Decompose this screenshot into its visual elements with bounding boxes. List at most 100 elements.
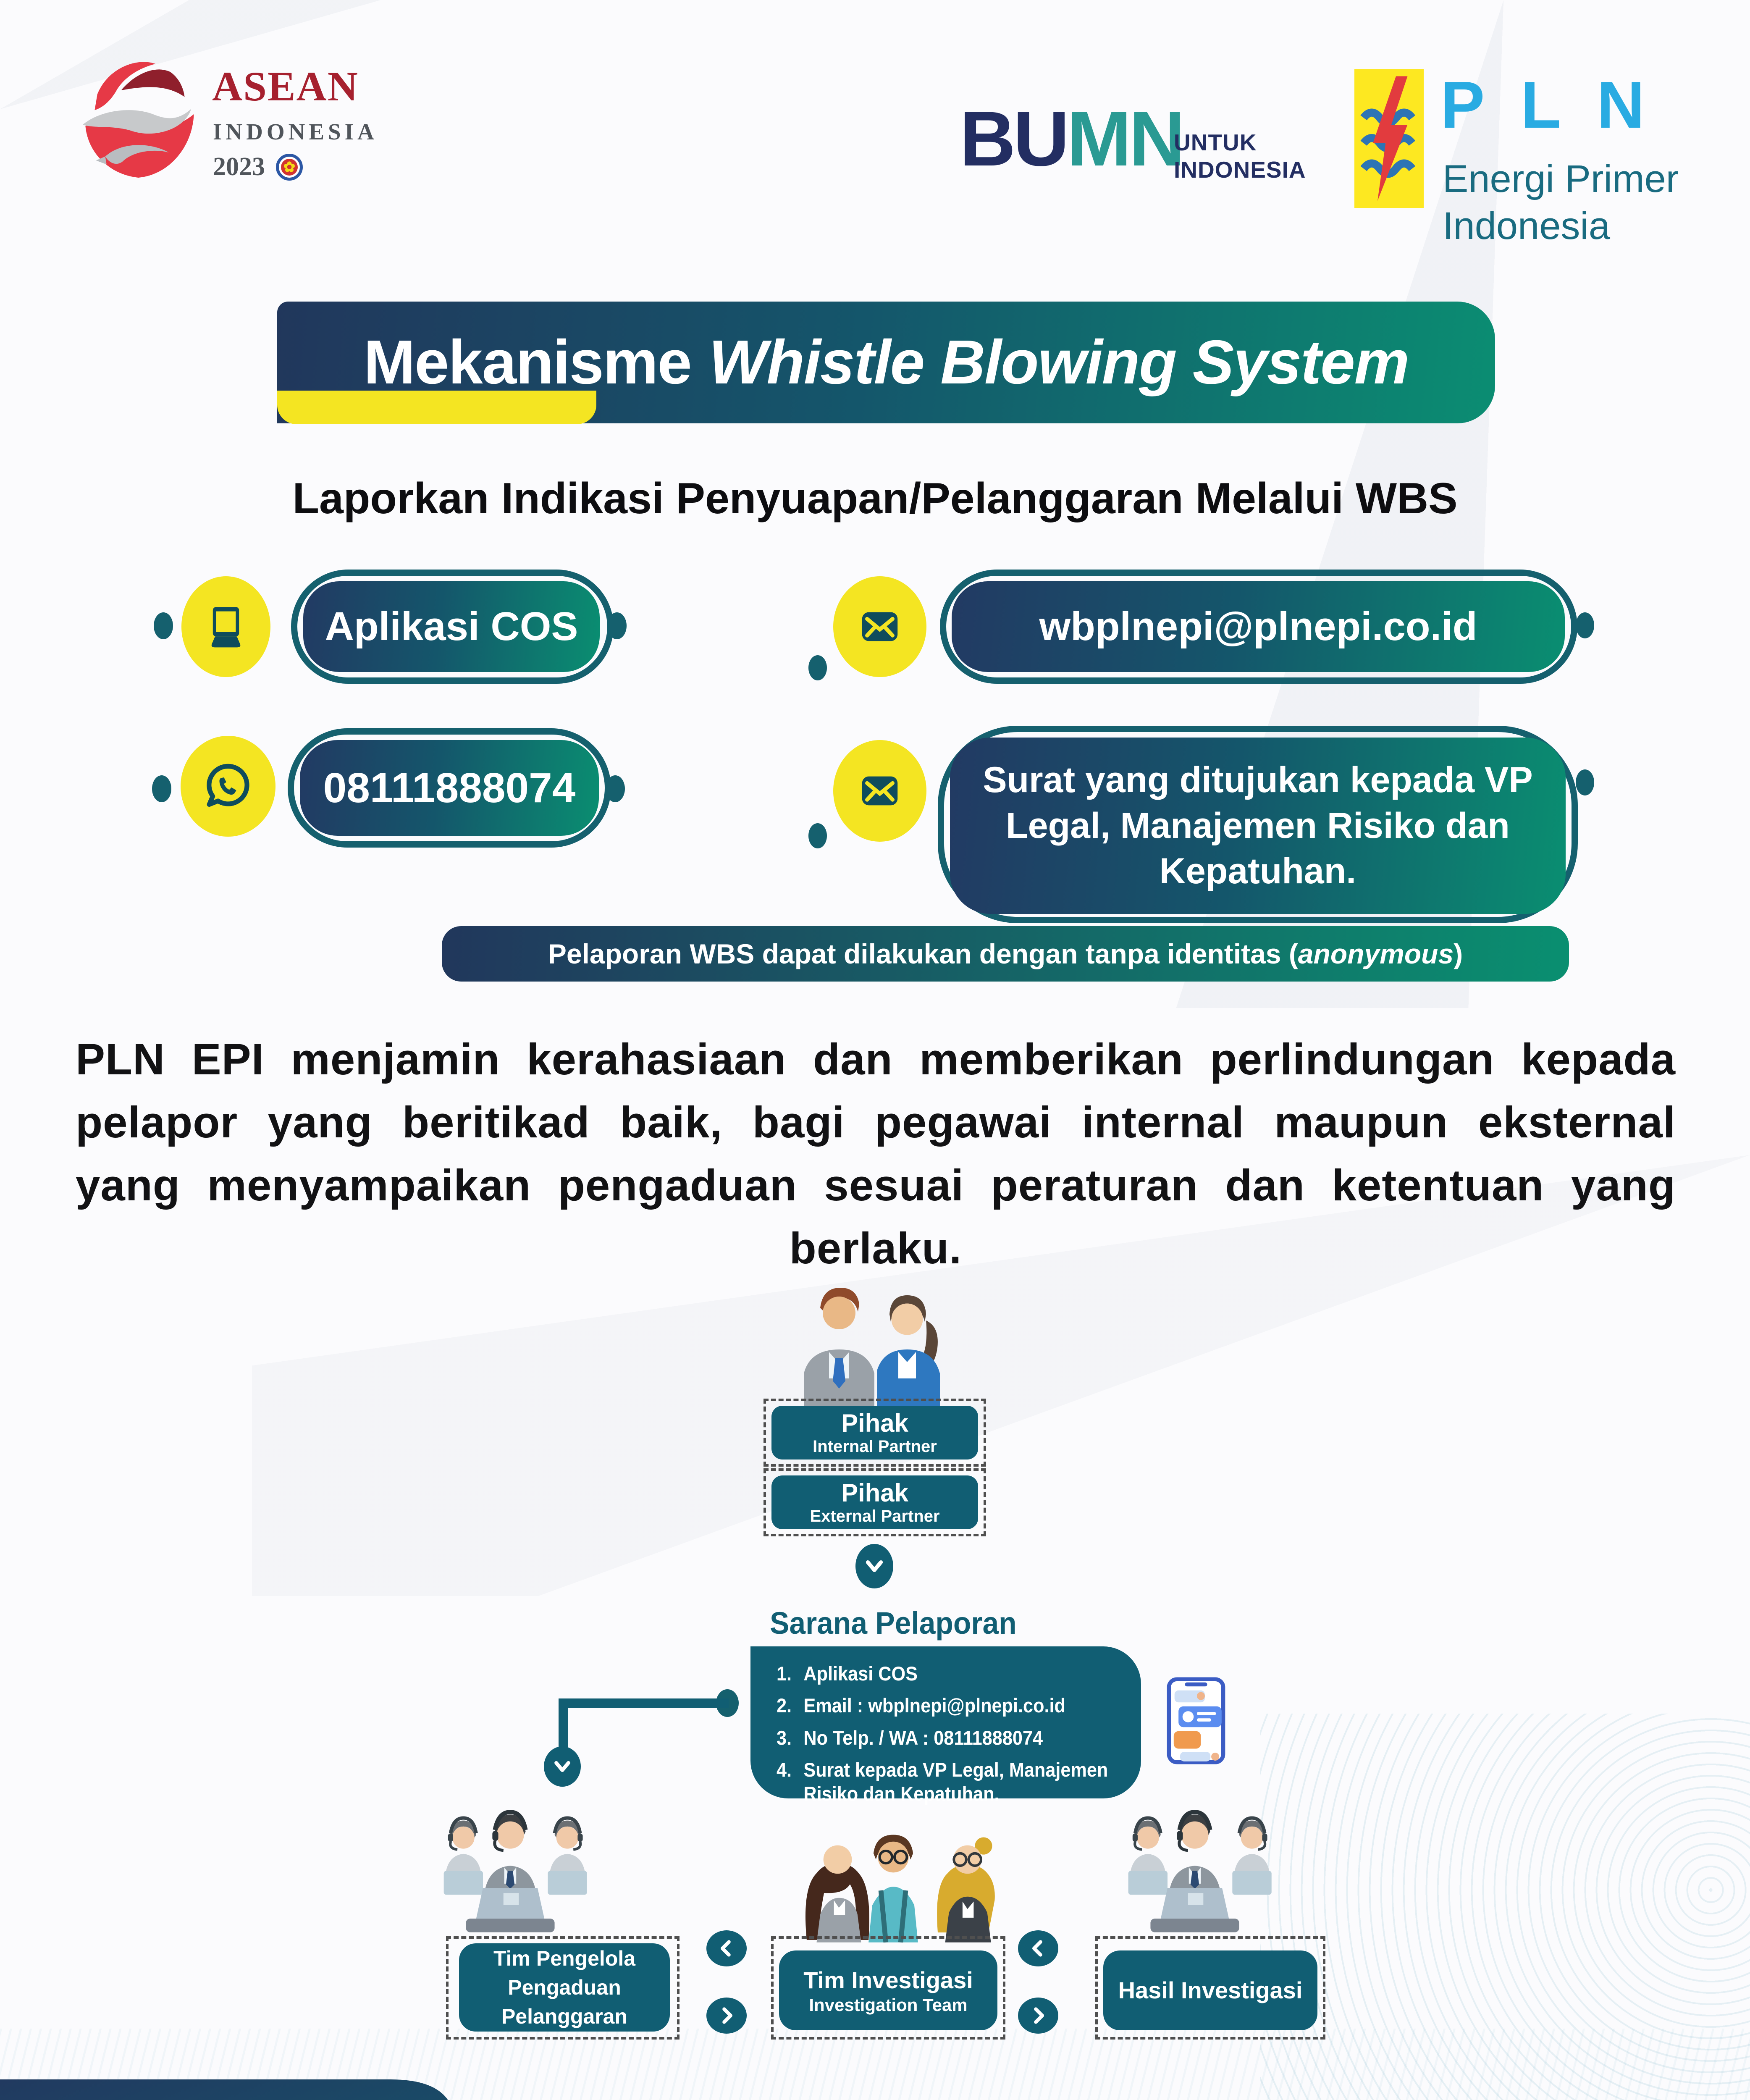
sarana-item-number: 2. bbox=[777, 1694, 792, 1717]
title-banner-yellow-accent bbox=[277, 391, 596, 424]
channel-surat-label: Surat yang ditujukan kepada VP Legal, Ma… bbox=[983, 760, 1533, 892]
team-pengelola-line3: Pelanggaran bbox=[501, 2004, 628, 2028]
team-pengelola-line2: Pengaduan bbox=[508, 1975, 621, 1999]
asean-emblem-icon: ✿ bbox=[276, 153, 303, 181]
bumn-bu: BU bbox=[960, 96, 1069, 182]
bumn-tagline-untuk: UNTUK bbox=[1174, 129, 1257, 155]
sarana-item-number: 4. bbox=[777, 1758, 792, 1781]
channel-surat-pill: Surat yang ditujukan kepada VP Legal, Ma… bbox=[950, 738, 1566, 914]
sarana-item-text: No Telp. / WA : 08111888074 bbox=[803, 1726, 1043, 1749]
asean-logo-mark bbox=[83, 62, 194, 178]
channel-wa-pill: 08111888074 bbox=[300, 740, 599, 836]
team-pengelola-box: Tim Pengelola Pengaduan Pelanggaran bbox=[459, 1943, 670, 2032]
ring-end-dot bbox=[154, 612, 173, 639]
team-investigasi-subtitle: Investigation Team bbox=[809, 1995, 968, 2015]
anonymous-note-bar: Pelaporan WBS dapat dilakukan dengan tan… bbox=[442, 926, 1569, 982]
ring-end-dot bbox=[606, 775, 625, 802]
bumn-logo: BUMN UNTUK INDONESIA bbox=[960, 96, 1321, 187]
pln-epi-logo: P L N Energi Primer Indonesia bbox=[1354, 67, 1732, 247]
whatsapp-icon bbox=[181, 736, 275, 837]
asean-subtitle: INDONESIA bbox=[213, 119, 378, 144]
complaint-team-illustration bbox=[443, 1810, 587, 1932]
pihak-external-dashed-frame bbox=[763, 1468, 986, 1536]
chevron-down-icon bbox=[544, 1746, 581, 1787]
team-investigasi-title: Tim Investigasi bbox=[803, 1967, 973, 1993]
chevron-down-icon bbox=[855, 1544, 893, 1588]
chevron-left-icon bbox=[1018, 1930, 1058, 1966]
pln-energi-primer: Energi Primer bbox=[1443, 158, 1679, 200]
channel-cos-pill: Aplikasi COS bbox=[303, 581, 600, 672]
asean-year: 2023 bbox=[213, 152, 265, 181]
team-pengelola-dashed-frame bbox=[446, 1936, 680, 2040]
pihak-external-title: Pihak bbox=[841, 1478, 909, 1507]
sarana-pelaporan-heading: Sarana Pelaporan bbox=[770, 1606, 1017, 1641]
ring-end-dot bbox=[152, 775, 171, 802]
channel-cos-label: Aplikasi COS bbox=[325, 604, 578, 649]
mail-icon bbox=[833, 576, 926, 677]
anonymous-note-italic: anonymous bbox=[1298, 938, 1454, 969]
channel-wa-label: 08111888074 bbox=[323, 764, 576, 811]
channel-email-label: wbplnepi@plnepi.co.id bbox=[1039, 604, 1477, 649]
bumn-tagline: UNTUK INDONESIA bbox=[1174, 129, 1306, 184]
team-investigasi-box: Tim Investigasi Investigation Team bbox=[779, 1950, 997, 2030]
title-italic: Whistle Blowing System bbox=[708, 328, 1409, 397]
ring-end-dot bbox=[607, 612, 627, 639]
asean-title: ASEAN bbox=[212, 63, 359, 110]
anonymous-note-suffix: ) bbox=[1454, 938, 1463, 969]
asean-2023-logo: ASEAN INDONESIA 2023 ✿ bbox=[73, 55, 451, 193]
title-regular: Mekanisme bbox=[363, 328, 692, 397]
mail-icon bbox=[833, 740, 926, 842]
ring-end-dot bbox=[1576, 612, 1594, 638]
bumn-tagline-indonesia: INDONESIA bbox=[1174, 156, 1306, 183]
pln-lightning-icon bbox=[1360, 76, 1416, 201]
sarana-item: 2. Email : wbplnepi@plnepi.co.id bbox=[777, 1693, 1124, 1717]
team-investigasi-dashed-frame bbox=[771, 1936, 1005, 2040]
pihak-external-subtitle: External Partner bbox=[810, 1507, 940, 1525]
chevron-right-icon bbox=[1018, 1998, 1058, 2034]
pihak-internal-subtitle: Internal Partner bbox=[813, 1437, 937, 1456]
connector-vertical-line bbox=[559, 1698, 568, 1747]
chevron-left-icon bbox=[706, 1930, 747, 1966]
ring-end-dot bbox=[808, 823, 827, 848]
sarana-item-number: 1. bbox=[777, 1662, 792, 1685]
team-pengelola-line1: Tim Pengelola bbox=[493, 1946, 636, 1970]
pihak-internal-title: Pihak bbox=[841, 1409, 909, 1437]
connector-horizontal-line bbox=[563, 1698, 729, 1708]
hasil-investigasi-title: Hasil Investigasi bbox=[1118, 1977, 1303, 2003]
fingerprint-dots-texture bbox=[1260, 1714, 1750, 2100]
bumn-mn: MN bbox=[1067, 96, 1185, 182]
bumn-wordmark: BUMN bbox=[960, 94, 1185, 184]
sarana-item-number: 3. bbox=[777, 1726, 792, 1749]
footer-navy-shape bbox=[0, 2079, 448, 2100]
phone-chat-illustration bbox=[1167, 1677, 1225, 1764]
investigation-result-illustration bbox=[1128, 1810, 1272, 1932]
ring-end-dot bbox=[1576, 769, 1594, 795]
investigation-team-illustration bbox=[805, 1835, 995, 1942]
background-triangle-pattern bbox=[0, 0, 672, 1092]
pln-name: P L N bbox=[1440, 68, 1654, 142]
subtitle: Laporkan Indikasi Penyuapan/Pelanggaran … bbox=[292, 474, 1458, 523]
pihak-internal-box: Pihak Internal Partner bbox=[771, 1406, 978, 1460]
sarana-item-text: Aplikasi COS bbox=[803, 1662, 918, 1685]
ring-end-dot bbox=[808, 655, 827, 680]
sarana-item-text: Surat kepada VP Legal, Manajemen Risiko … bbox=[803, 1758, 1108, 1805]
pln-indonesia: Indonesia bbox=[1443, 205, 1610, 248]
pihak-internal-dashed-frame bbox=[763, 1399, 986, 1467]
laptop-icon bbox=[181, 576, 270, 677]
hasil-investigasi-dashed-frame bbox=[1095, 1936, 1325, 2040]
chevron-right-icon bbox=[706, 1998, 747, 2034]
hasil-investigasi-box: Hasil Investigasi bbox=[1103, 1950, 1317, 2030]
pln-logo-mark bbox=[1354, 69, 1424, 208]
pln-subtitle: Energi Primer Indonesia bbox=[1443, 155, 1679, 249]
channel-email-pill: wbplnepi@plnepi.co.id bbox=[952, 581, 1565, 672]
pihak-external-box: Pihak External Partner bbox=[771, 1475, 978, 1529]
anonymous-note-prefix: Pelaporan WBS dapat dilakukan dengan tan… bbox=[548, 938, 1298, 969]
protection-paragraph: PLN EPI menjamin kerahasiaan dan memberi… bbox=[76, 1035, 1676, 1273]
asean-year-row: 2023 ✿ bbox=[213, 152, 303, 182]
sarana-item: 4. Surat kepada VP Legal, Manajemen Risi… bbox=[777, 1758, 1124, 1806]
sarana-pelaporan-box: 1. Aplikasi COS 2. Email : wbplnepi@plne… bbox=[750, 1646, 1141, 1805]
background-triangle-pattern bbox=[252, 966, 1750, 1596]
sarana-item-text: Email : wbplnepi@plnepi.co.id bbox=[803, 1694, 1065, 1717]
